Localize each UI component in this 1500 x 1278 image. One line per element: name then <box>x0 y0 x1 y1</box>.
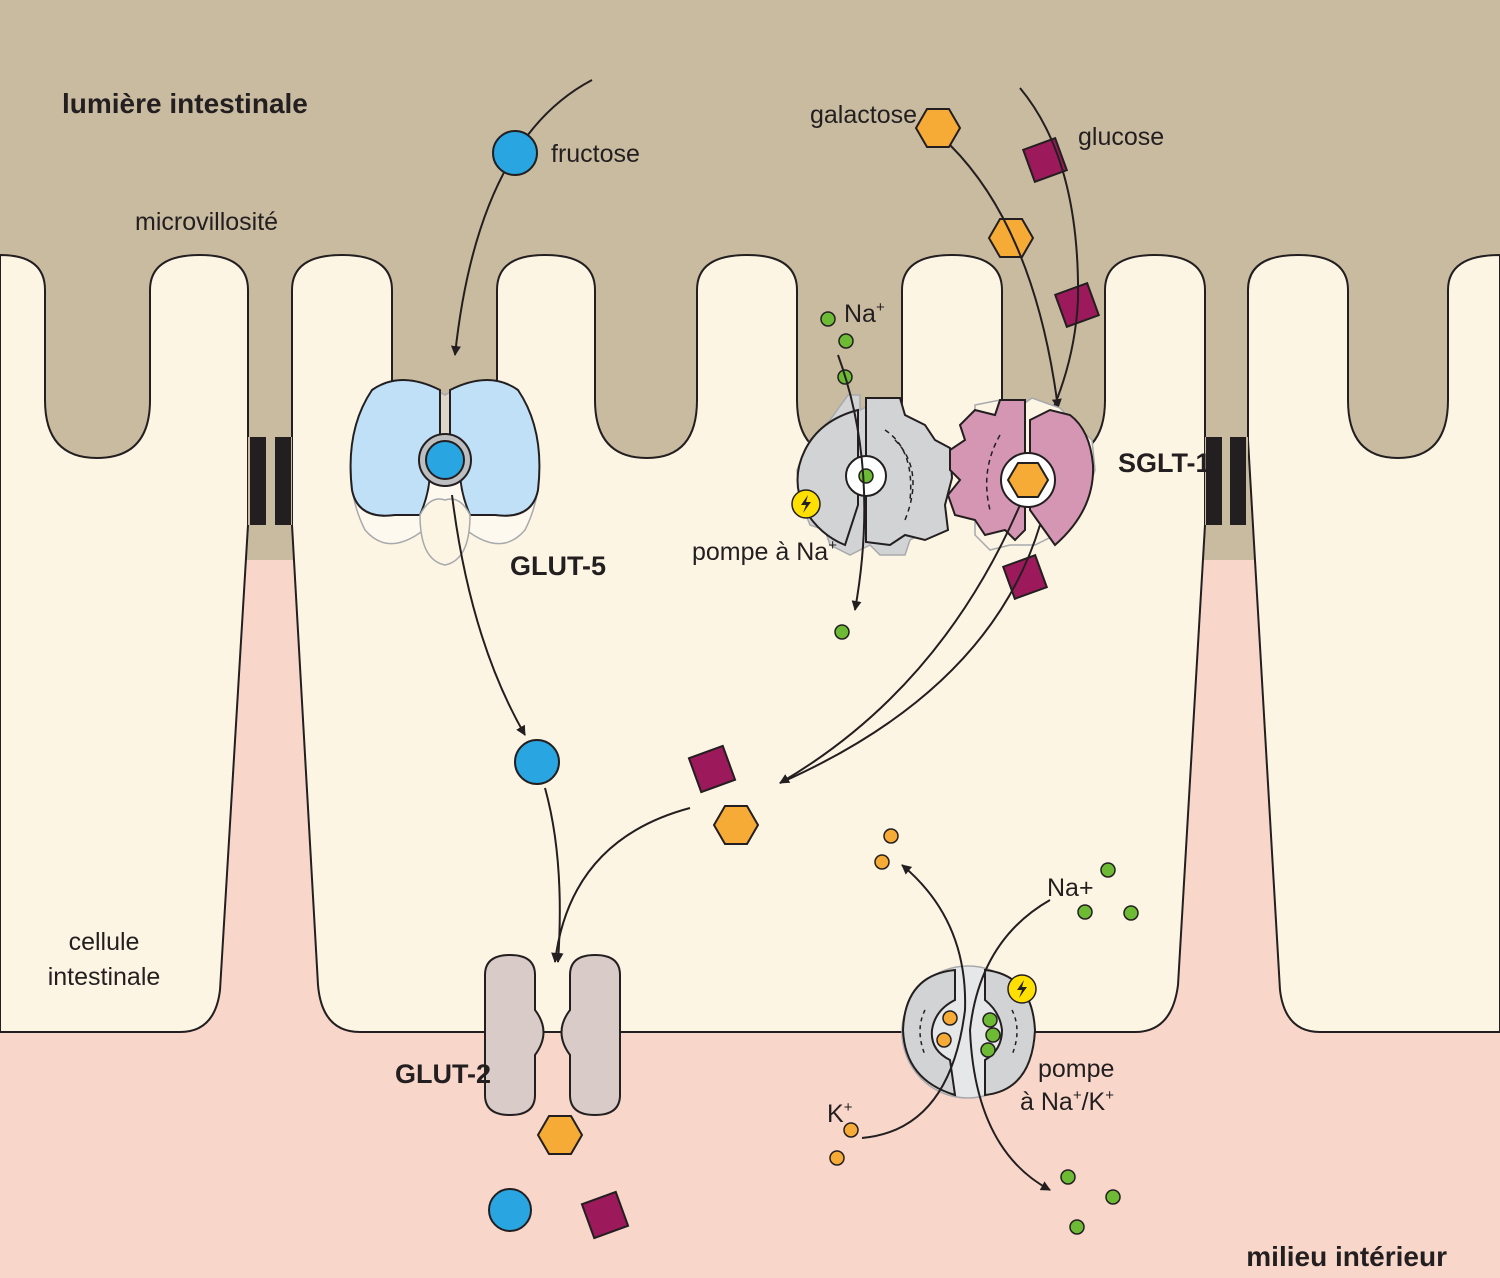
sodium-pump <box>796 394 954 556</box>
galactose-molecule-interior <box>536 1115 584 1155</box>
potassium-entry-arrow <box>861 864 967 1139</box>
sodium-ion-interior-2 <box>1105 1189 1121 1205</box>
glucose-molecule-interior <box>580 1190 630 1240</box>
potassium-ion-cytoplasm-1 <box>883 828 899 844</box>
glucose-entry-arrow <box>1019 87 1080 417</box>
sodium-ion-in-pump-b <box>985 1027 1001 1043</box>
tight-junction-right <box>1205 437 1248 525</box>
tight-junction-left <box>248 437 292 525</box>
glut5-transporter <box>349 379 541 566</box>
nak-pump-label-line1: pompe <box>1038 1055 1114 1083</box>
glut5-label: GLUT-5 <box>510 551 606 581</box>
sodium-pump-flow-arrow <box>837 354 866 611</box>
galactose-molecule-lumen-2 <box>987 218 1035 258</box>
cell-left <box>0 253 249 1033</box>
sodium-label-top: Na+ <box>844 299 885 328</box>
glucose-label: glucose <box>1078 123 1164 151</box>
potassium-ion-in-pump-1 <box>942 1010 958 1026</box>
sodium-ion-cytoplasm-1 <box>1100 862 1116 878</box>
potassium-ion-interior-2 <box>829 1150 845 1166</box>
glucose-molecule-cytoplasm <box>687 744 737 794</box>
sglt1-transporter <box>946 397 1096 551</box>
fructose-entry-arrow <box>450 79 593 356</box>
potassium-ion-cytoplasm-2 <box>874 854 890 870</box>
sglt1-label: SGLT-1 <box>1118 448 1211 478</box>
sodium-ion-cytoplasm-3 <box>1123 905 1139 921</box>
cell-label-line1: cellule <box>69 928 140 956</box>
sglt1-exit-arrow-1 <box>779 504 1021 784</box>
glut2-label: GLUT-2 <box>395 1059 491 1089</box>
sodium-ion-cytoplasm-2 <box>1077 904 1093 920</box>
fructose-molecule-interior <box>488 1188 532 1232</box>
sodium-ion-in-pump-a <box>982 1012 998 1028</box>
sodium-potassium-pump <box>901 965 1037 1099</box>
fructose-label: fructose <box>551 140 640 168</box>
sodium-ion-interior-1 <box>1060 1169 1076 1185</box>
sodium-label-cytoplasm: Na+ <box>1047 874 1094 902</box>
sodium-ion-in-pump <box>858 468 874 484</box>
galactose-label: galactose <box>810 101 917 129</box>
energy-icon-sodium-pump <box>791 489 821 519</box>
cell-right <box>1247 253 1500 1033</box>
nak-pump-label-line2: à Na+/K+ <box>1020 1087 1114 1116</box>
sodium-exit-arrow <box>968 899 1051 1191</box>
fructose-molecule-cytoplasm <box>514 739 560 785</box>
potassium-label: K+ <box>827 1099 853 1128</box>
fructose-cytoplasm-arrow <box>451 494 526 736</box>
sodium-ion-interior-3 <box>1069 1219 1085 1235</box>
glut2-transporter <box>484 953 621 1117</box>
lumen-label: lumière intestinale <box>62 88 308 119</box>
galactose-molecule-cytoplasm <box>712 805 760 845</box>
sodium-pump-label: pompe à Na+ <box>692 537 837 566</box>
sugars-to-glut2-arrow <box>551 807 691 963</box>
energy-icon-nak-pump <box>1007 974 1037 1004</box>
sodium-ion-cytoplasm <box>834 624 850 640</box>
galactose-molecule-in-sglt1 <box>1006 462 1050 498</box>
potassium-ion-interior-1 <box>843 1122 859 1138</box>
galactose-entry-arrow <box>949 144 1062 409</box>
potassium-ion-in-pump-2 <box>936 1032 952 1048</box>
cell-label-line2: intestinale <box>48 963 161 991</box>
sodium-ion-lumen-2 <box>838 333 854 349</box>
sodium-ion-in-pump-c <box>980 1042 996 1058</box>
galactose-molecule-lumen-1 <box>914 108 962 148</box>
sglt1-exit-arrow-2 <box>779 524 1041 784</box>
fructose-molecule-lumen <box>492 130 538 176</box>
interior-label: milieu intérieur <box>1246 1241 1447 1272</box>
microvillus-label: microvillosité <box>135 208 278 236</box>
sodium-ion-lumen-1 <box>820 311 836 327</box>
